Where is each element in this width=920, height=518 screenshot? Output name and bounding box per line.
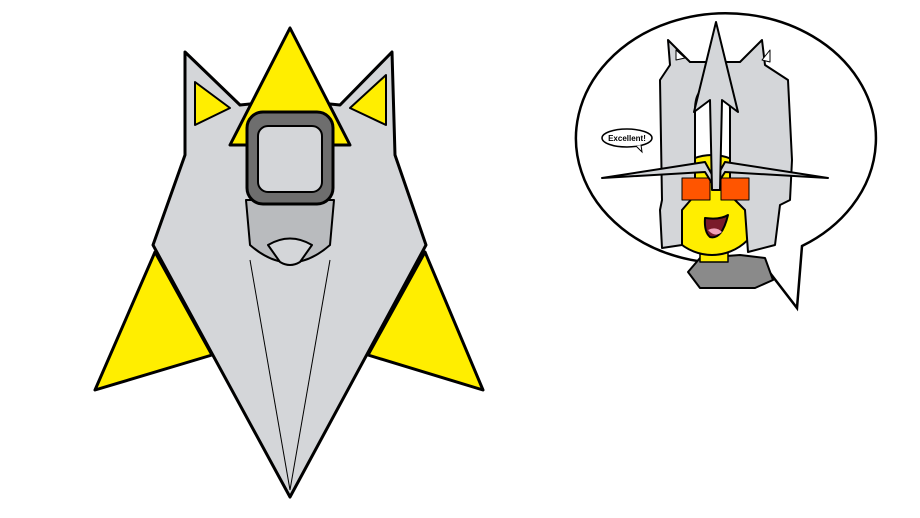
tongue bbox=[708, 228, 722, 235]
trident-arrow bbox=[693, 21, 739, 191]
speech-text: Excellent! bbox=[608, 134, 646, 143]
character bbox=[601, 21, 829, 289]
right-ear-inset bbox=[349, 74, 387, 126]
left-helmet-ear bbox=[675, 49, 686, 61]
right-wing bbox=[366, 250, 485, 392]
right-helmet-ear bbox=[761, 49, 771, 63]
left-lens bbox=[681, 177, 711, 201]
cockpit-window bbox=[257, 125, 323, 193]
spaceship bbox=[93, 26, 485, 499]
hull-line bbox=[249, 259, 291, 491]
right-lens bbox=[720, 177, 750, 201]
left-ear-inset bbox=[194, 81, 231, 126]
vent bbox=[267, 237, 313, 266]
hull-line bbox=[289, 259, 331, 491]
mini-bubble-tail bbox=[635, 144, 643, 154]
mini-speech-bubble: Excellent! bbox=[601, 128, 653, 154]
mini-bubble-outline bbox=[601, 128, 653, 148]
